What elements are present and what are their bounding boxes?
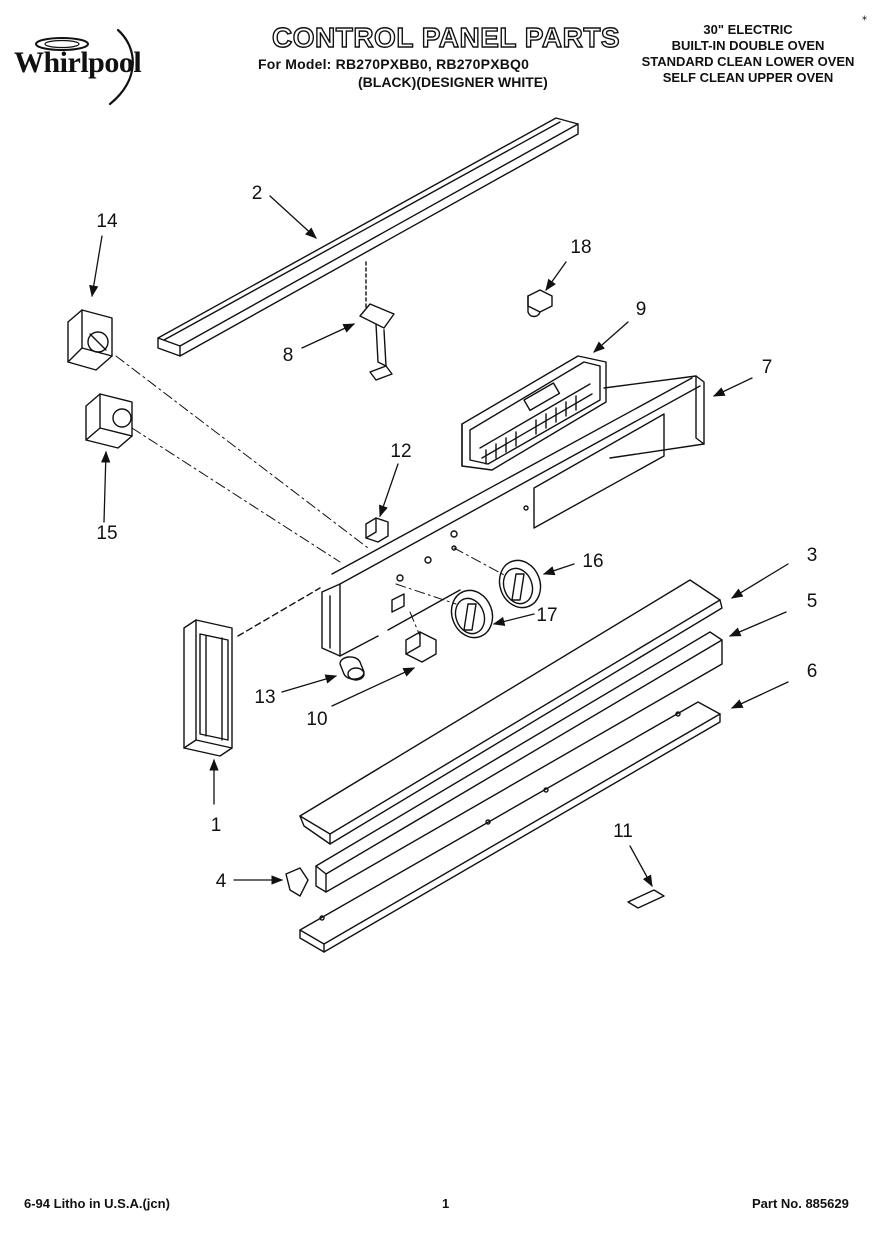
leader-arrows (89, 195, 789, 888)
corner-mark: ⁎ (862, 12, 867, 23)
callout-9: 9 (635, 299, 647, 320)
page-number: 1 (442, 1196, 450, 1211)
part-number: Part No. 885629 (752, 1196, 849, 1211)
whirlpool-logo-icon (35, 28, 134, 106)
brand-logo: Whirlpool (14, 46, 142, 79)
part-6-trim (299, 701, 721, 953)
part-1-end-cap (183, 619, 233, 757)
callout-13: 13 (254, 687, 276, 708)
callout-14: 14 (96, 211, 118, 232)
callout-1: 1 (210, 815, 222, 836)
part-11-clip (627, 889, 665, 909)
callout-7: 7 (761, 357, 773, 378)
callout-18: 18 (570, 237, 592, 258)
callout-3: 3 (806, 545, 818, 566)
part-16-knob (498, 559, 542, 609)
callout-16: 16 (582, 551, 604, 572)
page-title: CONTROL PANEL PARTS (271, 21, 621, 53)
litho-note: 6-94 Litho in U.S.A.(jcn) (24, 1196, 170, 1211)
part-18-clip (527, 289, 553, 318)
callout-15: 15 (96, 523, 118, 544)
part-7-panel-back (533, 375, 705, 529)
callout-2: 2 (251, 183, 263, 204)
model-variants: (BLACK)(DESIGNER WHITE) (358, 74, 548, 90)
callout-4: 4 (215, 871, 227, 892)
part-9-electronic-control (461, 355, 607, 471)
part-10-socket (405, 631, 437, 663)
part-15-switch (85, 393, 133, 449)
part-3-trim (299, 579, 723, 845)
part-8-bracket (359, 261, 395, 381)
callout-12: 12 (390, 441, 412, 462)
part-5-trim (315, 631, 723, 893)
description-line: STANDARD CLEAN LOWER OVEN (641, 54, 855, 69)
callout-17: 17 (536, 605, 558, 626)
model-numbers: For Model: RB270PXBB0, RB270PXBQ0 (258, 56, 530, 72)
description-line: SELF CLEAN UPPER OVEN (662, 70, 834, 85)
callout-5: 5 (806, 591, 818, 612)
callout-8: 8 (282, 345, 294, 366)
part-2-top-trim (157, 117, 579, 357)
callout-6: 6 (806, 661, 818, 682)
callout-10: 10 (306, 709, 328, 730)
part-13-lamp (339, 656, 365, 681)
callout-11: 11 (613, 821, 633, 842)
description-line: BUILT-IN DOUBLE OVEN (671, 38, 825, 53)
description-line: 30" ELECTRIC (703, 22, 793, 37)
part-14-switch (67, 309, 113, 371)
part-12-block (365, 517, 389, 543)
part-main-console-panel (237, 377, 701, 657)
product-description: 30" ELECTRIC BUILT-IN DOUBLE OVEN STANDA… (626, 22, 870, 86)
part-17-knob (450, 589, 494, 639)
assembly-lines (115, 355, 507, 637)
part-4-end-cap (285, 867, 309, 897)
